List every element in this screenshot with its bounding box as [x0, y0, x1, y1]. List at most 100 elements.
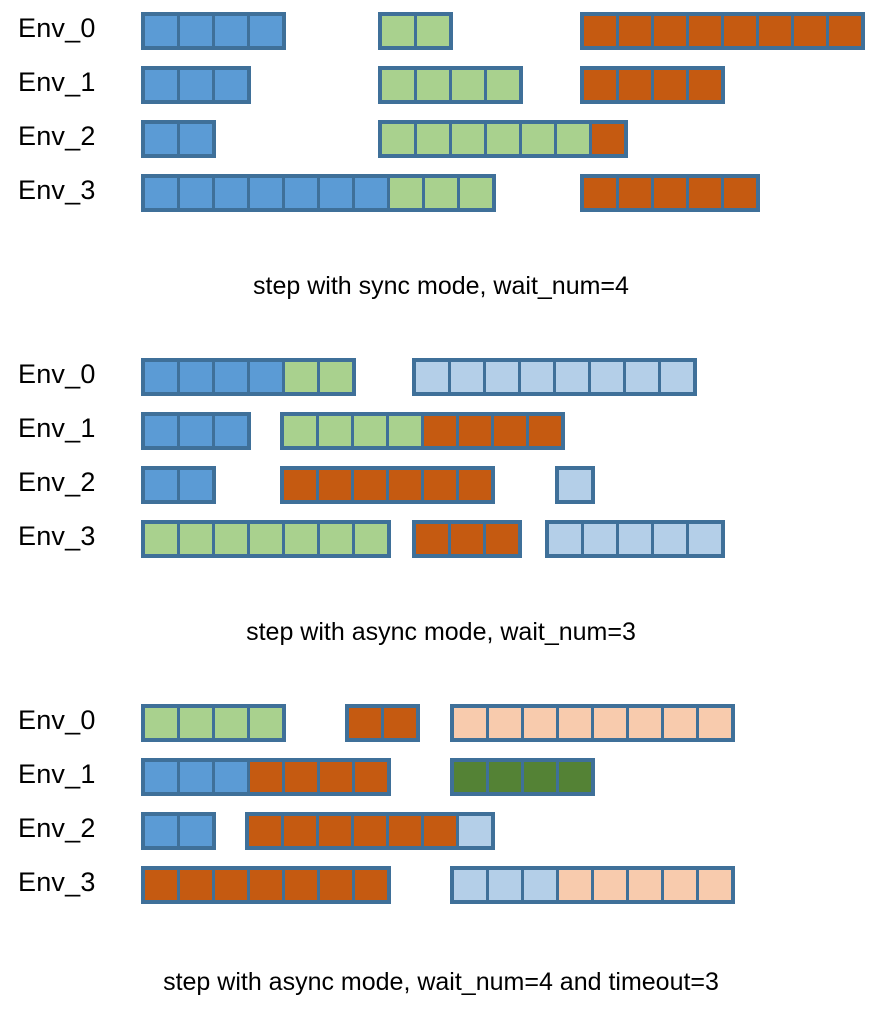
step-cell-blue [320, 178, 352, 208]
env-row-label: Env_2 [18, 813, 96, 843]
step-block-group [141, 866, 391, 904]
env-row: Env_0 [0, 6, 882, 60]
env-row: Env_3 [0, 860, 882, 914]
step-cell-darkgreen [524, 762, 556, 792]
step-cell-orange [759, 16, 791, 46]
step-block-group [141, 120, 216, 158]
step-cell-peach [489, 708, 521, 738]
step-cell-green [389, 416, 421, 446]
env-row-label: Env_3 [18, 175, 96, 205]
step-cell-green [382, 124, 414, 154]
step-block-group [378, 66, 523, 104]
step-cell-lightblue [521, 362, 553, 392]
step-cell-orange [424, 416, 456, 446]
step-cell-blue [215, 362, 247, 392]
step-cell-orange [689, 16, 721, 46]
env-row: Env_0 [0, 698, 882, 752]
step-cell-orange [494, 416, 526, 446]
step-cell-peach [699, 708, 731, 738]
section-caption: step with sync mode, wait_num=4 [253, 272, 629, 300]
step-cell-orange [389, 470, 421, 500]
step-cell-green [285, 524, 317, 554]
step-cell-blue [250, 16, 282, 46]
step-cell-peach [629, 870, 661, 900]
step-cell-green [382, 70, 414, 100]
step-block-group [141, 520, 391, 558]
step-cell-lightblue [556, 362, 588, 392]
env-row: Env_2 [0, 460, 882, 514]
step-cell-green [354, 416, 386, 446]
env-row: Env_2 [0, 806, 882, 860]
env-row: Env_1 [0, 406, 882, 460]
step-cell-peach [594, 708, 626, 738]
step-block-group [580, 12, 865, 50]
env-row-label: Env_2 [18, 467, 96, 497]
step-cell-orange [319, 470, 351, 500]
step-cell-blue [215, 70, 247, 100]
step-cell-green [417, 124, 449, 154]
step-cell-orange [355, 762, 387, 792]
step-cell-lightblue [619, 524, 651, 554]
step-cell-peach [454, 708, 486, 738]
env-row: Env_3 [0, 168, 882, 222]
step-cell-blue [180, 16, 212, 46]
step-cell-peach [699, 870, 731, 900]
step-cell-green [320, 524, 352, 554]
step-block-group [580, 66, 725, 104]
step-cell-orange [384, 708, 416, 738]
step-cell-orange [654, 16, 686, 46]
step-block-group [141, 758, 391, 796]
step-cell-green [250, 708, 282, 738]
step-cell-orange [459, 470, 491, 500]
step-cell-lightblue [416, 362, 448, 392]
step-cell-orange [829, 16, 861, 46]
step-cell-orange [619, 70, 651, 100]
step-block-group [555, 466, 595, 504]
step-cell-orange [319, 816, 351, 846]
step-cell-green [180, 708, 212, 738]
step-block-group [141, 466, 216, 504]
step-cell-peach [559, 708, 591, 738]
step-block-group [378, 120, 628, 158]
step-cell-green [487, 124, 519, 154]
step-cell-orange [180, 870, 212, 900]
step-cell-orange [424, 470, 456, 500]
step-cell-green [145, 708, 177, 738]
step-cell-orange [451, 524, 483, 554]
step-cell-peach [559, 870, 591, 900]
step-cell-blue [145, 416, 177, 446]
step-cell-blue [180, 762, 212, 792]
step-cell-peach [629, 708, 661, 738]
step-cell-orange [424, 816, 456, 846]
env-row: Env_0 [0, 352, 882, 406]
step-cell-blue [285, 178, 317, 208]
step-block-group [450, 866, 735, 904]
step-cell-peach [524, 708, 556, 738]
step-block-group [245, 812, 495, 850]
step-cell-orange [285, 870, 317, 900]
env-row-label: Env_1 [18, 759, 96, 789]
step-cell-lightblue [524, 870, 556, 900]
step-cell-blue [215, 16, 247, 46]
step-cell-blue [215, 416, 247, 446]
step-cell-blue [180, 124, 212, 154]
step-cell-green [460, 178, 492, 208]
step-cell-orange [459, 416, 491, 446]
step-cell-lightblue [549, 524, 581, 554]
step-cell-orange [354, 470, 386, 500]
step-cell-orange [794, 16, 826, 46]
step-cell-lightblue [486, 362, 518, 392]
step-cell-blue [180, 178, 212, 208]
step-block-group [345, 704, 420, 742]
step-cell-blue [145, 362, 177, 392]
step-cell-orange [320, 870, 352, 900]
step-cell-blue [215, 178, 247, 208]
step-block-group [545, 520, 725, 558]
step-cell-orange [145, 870, 177, 900]
env-row-label: Env_0 [18, 705, 96, 735]
step-cell-darkgreen [454, 762, 486, 792]
step-cell-lightblue [454, 870, 486, 900]
step-cell-blue [145, 124, 177, 154]
step-cell-peach [664, 708, 696, 738]
